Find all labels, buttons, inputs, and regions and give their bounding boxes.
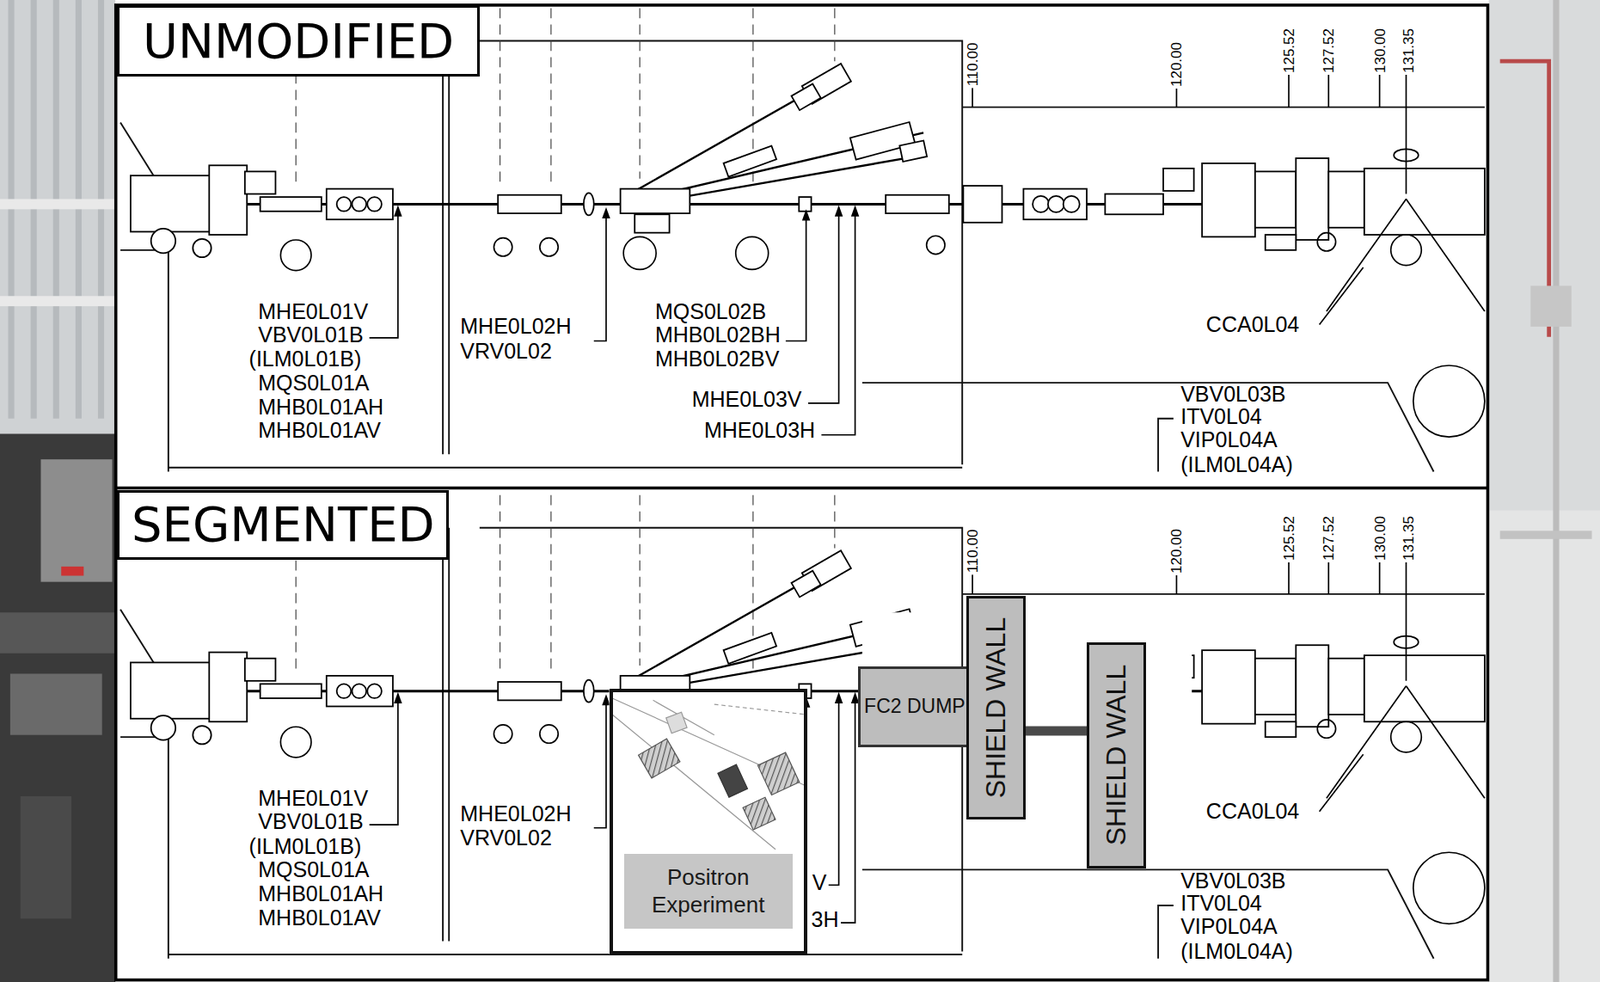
photo-left	[0, 198, 116, 209]
arrow-head	[834, 205, 843, 217]
component-label: MHE0L01V	[257, 787, 368, 810]
component-label: MHB0L02BH	[655, 324, 781, 346]
leader-line	[808, 214, 856, 435]
wall-connector	[1025, 725, 1087, 736]
photo-left	[40, 459, 112, 582]
shield-wall: SHIELD WALL	[1086, 642, 1147, 870]
component-label: VIP0L04A	[1180, 915, 1278, 938]
component-label: MHE0L03V	[692, 388, 803, 411]
component-label: MHB0L01AH	[257, 396, 384, 418]
outer-frame	[116, 5, 1489, 981]
experiment-inset	[714, 704, 807, 715]
component-label: VRV0L02	[459, 827, 552, 849]
arrow-head	[834, 692, 859, 704]
photo-right	[1489, 0, 1600, 982]
panel-title: SEGMENTED	[131, 497, 436, 552]
component-label: MHB0L01AH	[257, 882, 384, 905]
photo-right	[1489, 0, 1600, 982]
box-label: Positron Experiment	[624, 853, 793, 929]
component-label: (ILM0L04A)	[1180, 940, 1294, 963]
leader-line	[828, 701, 856, 924]
outer-frame	[115, 5, 1488, 981]
component-label: 3H	[811, 908, 840, 931]
dump-box: FC2 DUMP	[858, 666, 971, 748]
leader-line	[808, 214, 856, 435]
component-label: (ILM0L04A)	[1180, 453, 1294, 476]
component-label: MHB0L01AV	[257, 419, 381, 442]
experiment-inset	[666, 711, 687, 733]
component-label: MHE0L01V	[257, 300, 368, 323]
photo-left	[61, 566, 84, 577]
dimension-label: 127.52	[1321, 514, 1337, 563]
component-label: VBV0L03B	[1180, 383, 1286, 405]
dimension-label: 110.00	[965, 527, 981, 576]
component-label: ITV0L04	[1180, 405, 1263, 428]
component-label: VRV0L02	[459, 340, 552, 362]
removed-section	[609, 608, 1193, 955]
arrow-head	[834, 205, 859, 217]
experiment-inset	[717, 764, 748, 797]
schematic-bottom	[120, 495, 1485, 959]
box-label: SHIELD WALL	[981, 617, 1010, 798]
component-label: MHB0L02BV	[655, 348, 780, 370]
dimension-label: 125.52	[1281, 26, 1297, 75]
component-label: VIP0L04A	[1180, 429, 1278, 451]
dimension-label: 131.35	[1400, 514, 1416, 563]
photo-right	[1500, 530, 1593, 539]
dimension-label: 110.00	[965, 40, 981, 88]
box-label: FC2 DUMP	[864, 693, 966, 720]
component-label: MQS0L01A	[257, 372, 369, 394]
arrow-head	[851, 205, 859, 217]
shield-wall: SHIELD WALL	[966, 595, 1026, 820]
dimension-label: 120.00	[1169, 527, 1184, 576]
component-label: VBV0L03B	[1180, 870, 1286, 892]
dimension-label: 127.52	[1321, 26, 1337, 75]
dimension-label: 120.00	[1169, 40, 1184, 89]
dimension-label: 130.00	[1372, 26, 1387, 75]
photo-left	[0, 434, 116, 982]
component-label: MHE0L02H	[459, 315, 571, 338]
photo-right	[1489, 510, 1600, 982]
experiment-inset	[638, 738, 681, 779]
leader-line	[828, 701, 856, 924]
photo-left	[20, 796, 72, 919]
experiment-box: Positron Experiment	[609, 688, 808, 955]
component-label: CCA0L04	[1206, 800, 1300, 822]
outer-frame	[115, 486, 1488, 491]
title-box: UNMODIFIED	[116, 5, 479, 77]
component-label: (ILM0L01B)	[249, 348, 362, 370]
removed-section	[609, 688, 808, 955]
component-label: MQS0L02B	[655, 300, 767, 323]
experiment-inset	[612, 698, 807, 850]
component-label: (ILM0L01B)	[249, 835, 362, 858]
photo-left	[0, 612, 116, 653]
dimension-label: 125.52	[1281, 514, 1297, 563]
dimension-label: 131.35	[1400, 26, 1416, 75]
photo-left	[10, 673, 103, 735]
component-label: MHB0L01AV	[257, 907, 381, 929]
photo-left	[0, 295, 116, 307]
box-label: SHIELD WALL	[1102, 664, 1130, 846]
photo-left	[0, 0, 116, 982]
photo-left	[0, 0, 116, 982]
component-label: VBV0L01B	[257, 810, 363, 833]
experiment-inset	[757, 752, 799, 795]
component-label: VBV0L01B	[257, 324, 363, 346]
experiment-inset	[612, 698, 807, 850]
component-label: ITV0L04	[1180, 892, 1263, 914]
photo-right	[1552, 0, 1559, 982]
component-label: MHE0L02H	[459, 803, 571, 825]
dimension-label: 130.00	[1372, 514, 1387, 563]
experiment-inset	[742, 796, 776, 830]
component-label: V	[812, 871, 828, 894]
photo-right	[1530, 285, 1571, 326]
component-label: MHE0L03H	[704, 419, 816, 442]
schematic-top	[120, 7, 1485, 472]
component-label: MQS0L01A	[257, 858, 369, 881]
title-box: SEGMENTED	[116, 490, 449, 560]
arrow-head	[834, 692, 843, 704]
panel-title: UNMODIFIED	[142, 14, 454, 68]
component-label: CCA0L04	[1206, 313, 1300, 336]
